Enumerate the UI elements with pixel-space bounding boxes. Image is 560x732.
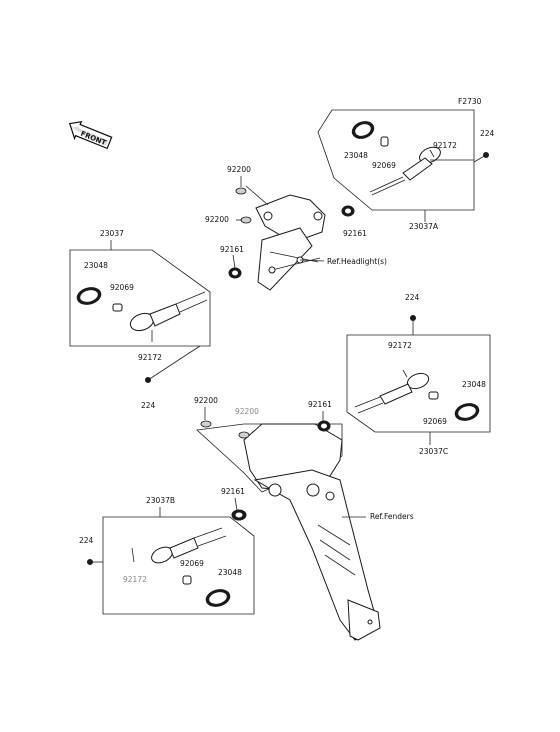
label-224-top: 224 bbox=[480, 129, 495, 138]
label-224-r: 224 bbox=[405, 293, 420, 302]
label-23048-r: 23048 bbox=[462, 380, 486, 389]
washer-92200-b bbox=[240, 216, 252, 224]
label-92161-r: 92161 bbox=[308, 400, 332, 409]
label-92161-b: 92161 bbox=[221, 487, 245, 496]
label-23037A: 23037A bbox=[409, 222, 439, 231]
assembly-23037C bbox=[346, 315, 491, 433]
label-92172-b: 92172 bbox=[123, 575, 147, 584]
label-23037B: 23037B bbox=[146, 496, 175, 505]
ref-headlight: Ref.Headlight(s) bbox=[327, 257, 387, 266]
ref-fenders: Ref.Fenders bbox=[370, 512, 414, 521]
label-92161-tr: 92161 bbox=[343, 229, 367, 238]
label-92200-a: 92200 bbox=[227, 165, 251, 174]
figure-code: F2730 bbox=[458, 97, 482, 106]
label-23048-l: 23048 bbox=[84, 261, 108, 270]
label-92161-l: 92161 bbox=[220, 245, 244, 254]
washer-92200-d bbox=[238, 431, 250, 439]
washer-92200-a bbox=[235, 187, 247, 195]
label-23048-tr: 23048 bbox=[344, 151, 368, 160]
headlight-bracket bbox=[255, 194, 326, 291]
label-92069-b: 92069 bbox=[180, 559, 204, 568]
label-92200-c: 92200 bbox=[194, 396, 218, 405]
label-92200-b: 92200 bbox=[205, 215, 229, 224]
label-224-l: 224 bbox=[141, 401, 156, 410]
label-92200-d: 92200 bbox=[235, 407, 259, 416]
fender-bracket bbox=[196, 423, 381, 641]
label-92172-l: 92172 bbox=[138, 353, 162, 362]
label-92069-r: 92069 bbox=[423, 417, 447, 426]
label-92172-tr: 92172 bbox=[433, 141, 457, 150]
assembly-23037A bbox=[317, 109, 489, 211]
washer-92200-c bbox=[200, 420, 212, 428]
label-23037: 23037 bbox=[100, 229, 124, 238]
label-224-b: 224 bbox=[79, 536, 94, 545]
assembly-23037 bbox=[69, 249, 211, 383]
label-23048-b: 23048 bbox=[218, 568, 242, 577]
label-92172-r: 92172 bbox=[388, 341, 412, 350]
label-92069-tr: 92069 bbox=[372, 161, 396, 170]
assembly-23037B bbox=[87, 509, 255, 615]
label-23037C: 23037C bbox=[419, 447, 448, 456]
label-92069-l: 92069 bbox=[110, 283, 134, 292]
front-arrow-icon: FRONT bbox=[68, 120, 113, 150]
